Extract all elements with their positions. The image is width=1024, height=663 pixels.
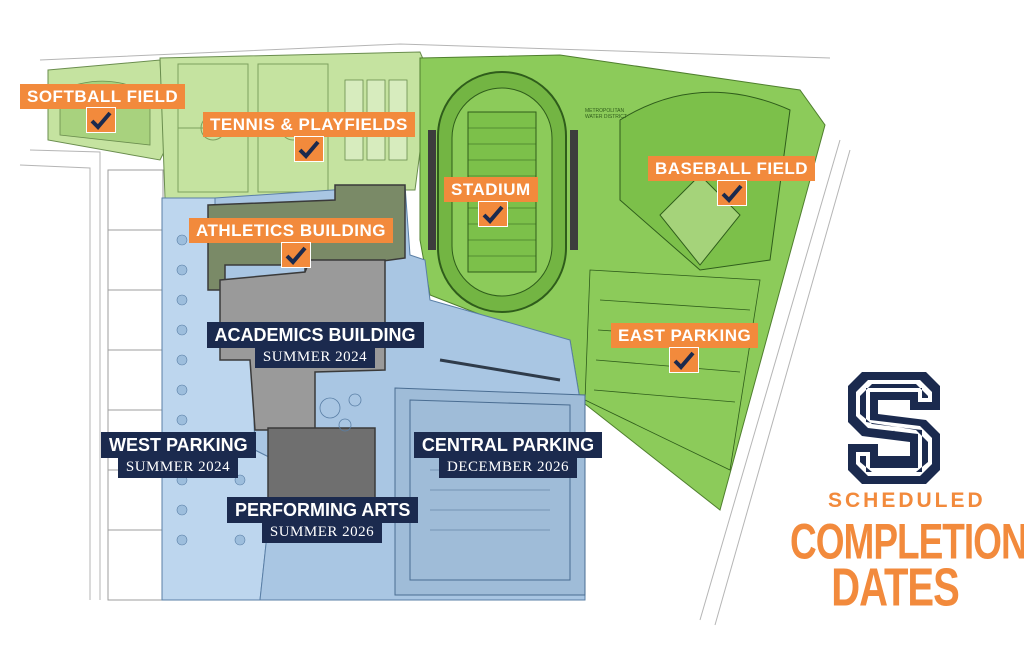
- stadium-title: STADIUM: [444, 177, 538, 202]
- central-parking-date: DECEMBER 2026: [439, 458, 577, 478]
- central-parking-title: CENTRAL PARKING: [413, 432, 603, 458]
- courtyard-plaza: [319, 393, 362, 432]
- check-icon: [86, 107, 116, 133]
- performing-arts-label: PERFORMING ARTS SUMMER 2026: [227, 497, 419, 543]
- softball-field-label: SOFTBALL FIELD: [20, 84, 186, 109]
- west-parking-date: SUMMER 2024: [117, 458, 239, 478]
- performing-arts-title: PERFORMING ARTS: [227, 497, 419, 523]
- east-parking-title: EAST PARKING: [611, 323, 759, 348]
- academics-building-label: ACADEMICS BUILDING SUMMER 2024: [206, 322, 424, 368]
- performing-arts-building-shape: [267, 427, 376, 501]
- softball-field-title: SOFTBALL FIELD: [20, 84, 186, 109]
- athletics-building-title: ATHLETICS BUILDING: [189, 218, 394, 243]
- legend-title-line2: DATES: [831, 558, 960, 618]
- legend-title-line1: COMPLETION: [790, 514, 1024, 570]
- stadium-label: STADIUM: [444, 177, 538, 202]
- outer-roads: [19, 43, 851, 626]
- check-icon: [717, 180, 747, 206]
- west-parking-label: WEST PARKING SUMMER 2024: [101, 432, 256, 478]
- east-parking-label: EAST PARKING: [611, 323, 759, 348]
- school-s-logo: S: [848, 372, 940, 484]
- legend-subtitle: SCHEDULED: [828, 489, 986, 512]
- tennis-playfields-title: TENNIS & PLAYFIELDS: [203, 112, 415, 137]
- west-side-lot-outlines: [107, 169, 164, 601]
- baseball-field-label: BASEBALL FIELD: [648, 156, 816, 181]
- tennis-playfields-label: TENNIS & PLAYFIELDS: [203, 112, 415, 137]
- performing-arts-date: SUMMER 2026: [261, 523, 383, 543]
- check-icon: [294, 136, 324, 162]
- logo-letter: S: [893, 431, 895, 433]
- check-icon: [669, 347, 699, 373]
- athletics-building-label: ATHLETICS BUILDING: [189, 218, 394, 243]
- check-icon: [478, 201, 508, 227]
- baseball-field-title: BASEBALL FIELD: [648, 156, 816, 181]
- central-parking-label: CENTRAL PARKING DECEMBER 2026: [413, 432, 603, 478]
- check-icon: [281, 242, 311, 268]
- west-parking-title: WEST PARKING: [101, 432, 256, 458]
- academics-building-title: ACADEMICS BUILDING: [206, 322, 424, 348]
- academics-building-date: SUMMER 2024: [254, 348, 376, 368]
